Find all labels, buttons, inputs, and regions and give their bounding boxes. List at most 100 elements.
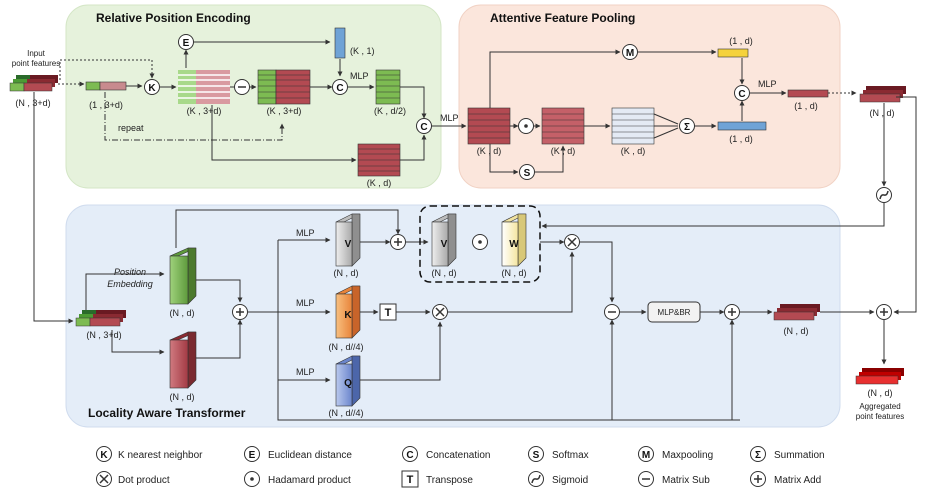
svg-text:M: M [642, 450, 650, 461]
key-block [335, 285, 361, 339]
svg-text:S: S [524, 168, 531, 179]
afp-panel [458, 4, 841, 189]
out-dim: (N , d) [867, 388, 892, 398]
hadamard-op-afp [518, 118, 534, 134]
legend-hadamard: Hadamard product [244, 471, 351, 487]
lat-dim-nd: (N , d) [783, 326, 808, 336]
input-point-features [9, 75, 58, 92]
legend-sigmoid: Sigmoid [528, 471, 588, 487]
rpe-dim-kd2: (K , d/2) [374, 106, 406, 116]
mlp-k-label: MLP [296, 298, 315, 308]
lat-output-features [773, 304, 820, 321]
gated-value-box [419, 205, 541, 283]
svg-text:K nearest neighbor: K nearest neighbor [118, 450, 203, 461]
position-embedding-block [169, 247, 197, 305]
weight-block [501, 213, 527, 267]
afp-dim-nd-out: (N , d) [869, 108, 894, 118]
afp-title: Attentive Feature Pooling [490, 11, 635, 25]
rpe-title: Relative Position Encoding [96, 11, 251, 25]
svg-text:K: K [100, 450, 108, 461]
matrix-sub-op-rpe [234, 79, 250, 95]
concat-op-afp: C [734, 85, 750, 101]
afp-point-features [859, 86, 906, 103]
legend-transpose: T Transpose [401, 470, 473, 488]
legend-maxpool: M Maxpooling [638, 446, 713, 462]
svg-text:C: C [420, 122, 427, 133]
legend: K K nearest neighbor E Euclidean distanc… [96, 446, 825, 488]
out-label-1: Aggregated [859, 402, 900, 411]
dot-product-op-attn [564, 234, 580, 250]
q-label: Q [344, 378, 352, 389]
lat-dim-k: (N , d//4) [328, 342, 363, 352]
dot-product-op-qk [432, 304, 448, 320]
matrix-add-op-v [390, 234, 406, 250]
lat-dim-w: (N , d) [501, 268, 526, 278]
query-block [335, 355, 361, 407]
concat-op-rpe-2: C [416, 118, 432, 134]
svg-text:S: S [533, 450, 540, 461]
aggregated-features [855, 368, 904, 385]
legend-matrix-add: Matrix Add [750, 471, 821, 487]
concat-op-rpe-1: C [332, 79, 348, 95]
afp-dim-kd-c: (K , d) [621, 146, 646, 156]
svg-text:Transpose: Transpose [426, 475, 473, 486]
hadamard-op-lat [472, 234, 488, 250]
lat-dim-q: (N , d//4) [328, 408, 363, 418]
lat-title: Locality Aware Transformer [88, 406, 246, 420]
svg-text:Maxpooling: Maxpooling [662, 450, 713, 461]
input-label-2: point features [12, 59, 60, 68]
svg-text:Concatenation: Concatenation [426, 450, 491, 461]
svg-text:Hadamard product: Hadamard product [268, 475, 351, 486]
matrix-add-op-residual [724, 304, 740, 320]
knn-op: K [144, 79, 160, 95]
feature-block [169, 331, 197, 389]
legend-softmax: S Softmax [528, 446, 589, 462]
mlp-v-label: MLP [296, 228, 315, 238]
rpe-dim-k1: (K , 1) [350, 46, 375, 56]
maxpool-op: M [622, 44, 638, 60]
legend-euclidean: E Euclidean distance [244, 446, 352, 462]
lat-dim-v: (N , d) [333, 268, 358, 278]
lat-dim-nd-feat: (N , d) [169, 392, 194, 402]
svg-text:E: E [249, 450, 256, 461]
svg-text:Softmax: Softmax [552, 450, 589, 461]
rpe-dim-1-3d: (1 , 3+d) [89, 100, 123, 110]
w-label: W [509, 239, 519, 250]
afp-dim-1d-top: (1 , d) [729, 36, 753, 46]
lat-panel [65, 204, 841, 428]
softmax-op: S [519, 164, 535, 180]
svg-text:Summation: Summation [774, 450, 825, 461]
relative-stack [257, 69, 311, 105]
rpe-dim-k3d-a: (K , 3+d) [187, 106, 222, 116]
legend-concat: C Concatenation [402, 446, 491, 462]
afp-weighted-stack [541, 107, 585, 145]
rpe-repeat: repeat [118, 123, 144, 133]
matrix-sub-op-lat [604, 304, 620, 320]
value-block-gated [431, 213, 457, 267]
svg-text:C: C [738, 89, 745, 100]
lat-dim-nd-pos: (N , d) [169, 308, 194, 318]
lat-dim-v2: (N , d) [431, 268, 456, 278]
svg-text:Matrix Sub: Matrix Sub [662, 475, 710, 486]
rpe-panel [65, 4, 442, 189]
afp-output-vector [787, 89, 829, 98]
afp-summed-stack [611, 107, 655, 145]
svg-text:E: E [183, 38, 190, 49]
svg-text:K: K [148, 83, 156, 94]
sigmoid-op [876, 187, 892, 203]
matrix-add-op-lat [232, 304, 248, 320]
v2-label: V [441, 239, 448, 250]
svg-text:Dot product: Dot product [118, 475, 170, 486]
pos-emb-label-1: Position [114, 267, 146, 277]
pos-encoding-stack [375, 69, 401, 105]
svg-text:Σ: Σ [755, 450, 761, 461]
afp-dim-1d-out: (1 , d) [794, 101, 818, 111]
svg-text:Matrix Add: Matrix Add [774, 475, 821, 486]
svg-text:Euclidean distance: Euclidean distance [268, 450, 352, 461]
rpe-mlp-out: MLP [440, 113, 459, 123]
neighbor-stack [178, 70, 230, 104]
legend-matrix-sub: Matrix Sub [638, 471, 710, 487]
maxpool-vector [717, 48, 749, 58]
out-label-2: point features [856, 412, 904, 421]
